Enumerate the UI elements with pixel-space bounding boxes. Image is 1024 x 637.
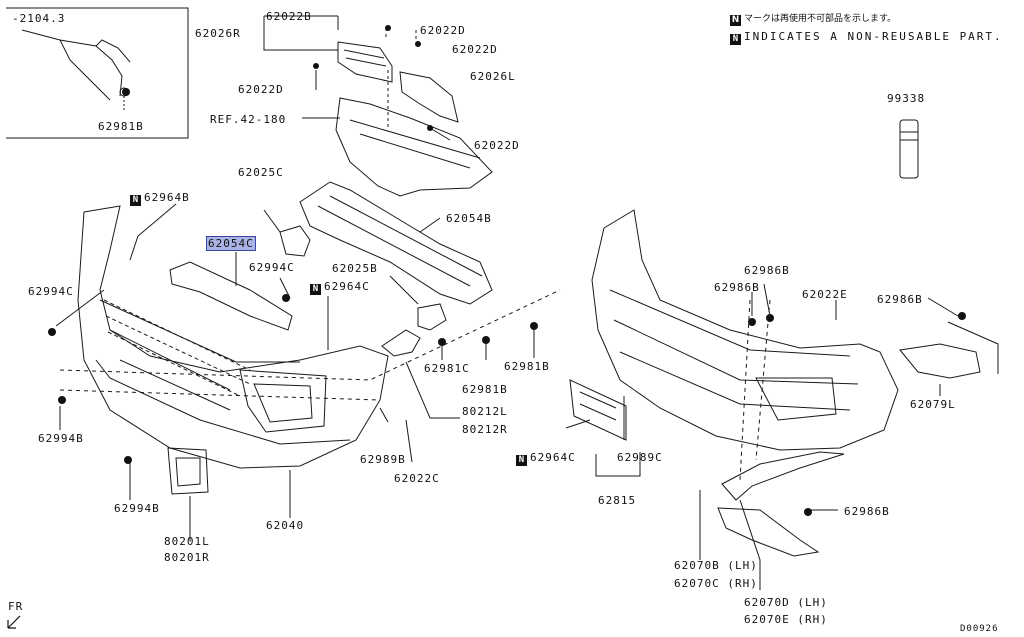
front-indicator: FR	[8, 600, 24, 613]
bolt-icon	[58, 396, 66, 404]
label-62022B[interactable]: 62022B	[266, 10, 312, 23]
clip-icon	[415, 41, 421, 47]
label-62025B[interactable]: 62025B	[332, 262, 378, 275]
label-62986B[interactable]: 62986B	[844, 505, 890, 518]
label-62989B[interactable]: 62989B	[360, 453, 406, 466]
label-80212R[interactable]: 80212R	[462, 423, 508, 436]
label-62022D[interactable]: 62022D	[474, 139, 520, 152]
label-62986B[interactable]: 62986B	[877, 293, 923, 306]
label-62981B-inset[interactable]: 62981B	[98, 120, 144, 133]
label-62022C[interactable]: 62022C	[394, 472, 440, 485]
label-62981B[interactable]: 62981B	[504, 360, 550, 373]
upper-reinforcement	[335, 97, 493, 197]
bolt-icon	[482, 336, 490, 344]
clip-icon	[804, 508, 812, 516]
bracket-80212L	[381, 329, 421, 357]
diagram-code: D00926	[960, 624, 999, 634]
bolt-icon	[124, 456, 132, 464]
label-80201L[interactable]: 80201L	[164, 535, 210, 548]
sealant-bottle	[899, 119, 919, 179]
front-bumper-62040	[77, 205, 389, 469]
label-62986B[interactable]: 62986B	[744, 264, 790, 277]
clip-icon	[385, 25, 391, 31]
clip-icon	[748, 318, 756, 326]
label-62079L[interactable]: 62079L	[910, 398, 956, 411]
plate-bracket-62815	[569, 379, 627, 441]
label-62022D[interactable]: 62022D	[238, 83, 284, 96]
bolt-icon	[438, 338, 446, 346]
label-99338[interactable]: 99338	[887, 92, 926, 105]
bracket-62025B	[417, 303, 447, 331]
bracket-62026R	[337, 41, 393, 83]
bracket-62026L	[399, 71, 459, 123]
bracket-62025C	[279, 225, 311, 257]
label-62070E[interactable]: 62070E (RH)	[744, 613, 828, 626]
garnish-62070B	[721, 451, 845, 501]
label-62815[interactable]: 62815	[598, 494, 637, 507]
label-62994C[interactable]: 62994C	[249, 261, 295, 274]
label-ref-42-180: REF.42-180	[210, 113, 287, 126]
bolt-icon	[48, 328, 56, 336]
label-62994B[interactable]: 62994B	[114, 502, 160, 515]
label-62981C[interactable]: 62981C	[424, 362, 470, 375]
label-80212L[interactable]: 80212L	[462, 405, 508, 418]
clip-icon	[766, 314, 774, 322]
bolt-icon	[122, 88, 130, 96]
label-62026L[interactable]: 62026L	[470, 70, 516, 83]
label-62070C[interactable]: 62070C (RH)	[674, 577, 758, 590]
label-62994C[interactable]: 62994C	[28, 285, 74, 298]
label-62070B[interactable]: 62070B (LH)	[674, 559, 758, 572]
front-arrow-icon	[7, 615, 21, 629]
label-62026R[interactable]: 62026R	[195, 27, 241, 40]
label-62054C[interactable]: 62054C	[206, 236, 256, 251]
label-62022E[interactable]: 62022E	[802, 288, 848, 301]
label-62070D[interactable]: 62070D (LH)	[744, 596, 828, 609]
clip-icon	[427, 125, 433, 131]
lamp-62079L	[899, 343, 981, 379]
label-62025C[interactable]: 62025C	[238, 166, 284, 179]
label-80201R[interactable]: 80201R	[164, 551, 210, 564]
bezel-80201	[167, 447, 209, 495]
inset-frame	[6, 7, 189, 139]
bumper-cover-assembly	[591, 209, 899, 451]
label-62022D[interactable]: 62022D	[452, 43, 498, 56]
bolt-icon	[530, 322, 538, 330]
label-62022D[interactable]: 62022D	[420, 24, 466, 37]
clip-icon	[958, 312, 966, 320]
label-62040[interactable]: 62040	[266, 519, 305, 532]
bumper-beam-62054B	[299, 181, 493, 305]
non-reusable-symbol: N	[730, 15, 741, 26]
label-62981B[interactable]: 62981B	[462, 383, 508, 396]
label-62986B[interactable]: 62986B	[714, 281, 760, 294]
non-reusable-symbol: N	[730, 34, 741, 45]
highlighted-part-62054C[interactable]: 62054C	[206, 236, 256, 251]
inset-ref: -2104.3	[12, 12, 66, 25]
label-62989C[interactable]: 62989C	[617, 451, 663, 464]
garnish-62070D	[717, 507, 820, 557]
bolt-icon	[282, 294, 290, 302]
label-62994B[interactable]: 62994B	[38, 432, 84, 445]
absorber-62054C	[169, 261, 293, 331]
label-62054B[interactable]: 62054B	[446, 212, 492, 225]
non-reusable-symbol: N	[310, 284, 321, 295]
clip-icon	[313, 63, 319, 69]
non-reusable-symbol: N	[130, 195, 141, 206]
non-reusable-symbol: N	[516, 455, 527, 466]
